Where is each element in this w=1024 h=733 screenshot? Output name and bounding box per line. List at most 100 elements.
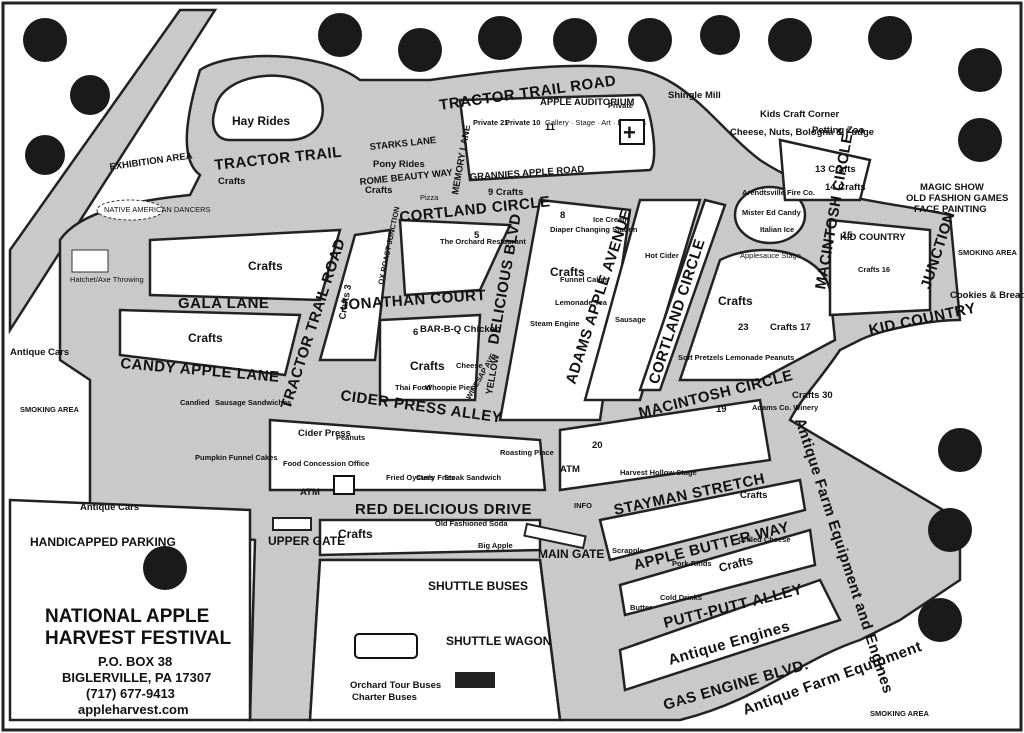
label-atm-2: ATM [560, 464, 580, 475]
first-aid-icon-2 [333, 475, 355, 495]
kid-country-block [828, 218, 932, 317]
label-orchard-tour-buses: Orchard Tour Buses [350, 680, 441, 691]
tree-icon [70, 75, 110, 115]
tree-icon [928, 508, 972, 552]
tree-icon [958, 48, 1002, 92]
label-big-apple: Big Apple [478, 541, 513, 550]
tree-icon [700, 15, 740, 55]
label-curly-fries: Curly Fries [416, 473, 455, 482]
label-apple-auditorium: APPLE AUDITORIUM [540, 97, 635, 108]
main-gate-marker [523, 522, 587, 550]
label-crafts-23: 23 [738, 322, 749, 333]
label-hatchet-axe: Hatchet/Axe Throwing [70, 275, 144, 284]
label-number-11: 11 [545, 122, 556, 133]
tree-icon [868, 16, 912, 60]
label-crafts-17: Crafts 17 [770, 322, 811, 333]
bbq-block [378, 313, 482, 402]
putt-putt-block [618, 528, 817, 617]
label-crafts-bbq: Crafts [410, 359, 445, 373]
stayman-block [558, 398, 772, 492]
native-american-marker [96, 199, 164, 221]
label-steam-engine: Steam Engine [530, 319, 580, 328]
label-sausage-sandwiches: Sausage Sandwiches [215, 398, 291, 407]
label-info: INFO [574, 501, 592, 510]
label-crafts-30: Crafts 30 [792, 390, 833, 401]
footer-website[interactable]: appleharvest.com [78, 702, 189, 717]
crafts-3-block [318, 228, 392, 362]
footer-phone: (717) 677-9413 [86, 686, 175, 701]
label-private-21: Private 21 [473, 118, 508, 127]
label-orchard-restaurant: The Orchard Restaurant [440, 237, 526, 246]
label-cider-press: Cider Press [298, 428, 351, 439]
label-kid-country-box: KID COUNTRY [840, 232, 906, 243]
label-whoopie-pies: Whoopie Pies [425, 383, 474, 392]
label-private-10: Private 10 [505, 118, 540, 127]
label-smoking-area-1: SMOKING AREA [958, 248, 1017, 257]
label-crafts-9: 9 Crafts [488, 187, 523, 198]
label-shuttle-buses: SHUTTLE BUSES [428, 579, 528, 593]
footer-title-1: NATIONAL APPLE [45, 606, 209, 627]
tree-icon [768, 18, 812, 62]
adams-apple-block [583, 198, 702, 402]
label-lemonade-tea: Lemonade Tea [555, 298, 608, 307]
label-native-american: NATIVE AMERICAN DANCERS [104, 205, 211, 214]
petting-zoo-block [778, 138, 872, 202]
label-old-fashion-games: OLD FASHION GAMES [906, 193, 1008, 204]
tree-icon [398, 28, 442, 72]
label-cookies-bread: Cookies & Bread [950, 290, 1024, 301]
label-grilled-cheese: Grilled Cheese [738, 535, 791, 544]
label-cheese-nuts: Cheese, Nuts, Bologna & Fudge [730, 127, 874, 138]
apple-butter-block [598, 478, 807, 562]
footer-city: BIGLERVILLE, PA 17307 [62, 670, 211, 685]
label-crafts-candy: Crafts [188, 331, 223, 345]
label-handicapped-parking: HANDICAPPED PARKING [30, 535, 176, 549]
label-crafts-delicious: Crafts [550, 265, 585, 279]
label-cold-drinks: Cold Drinks [660, 593, 702, 602]
label-auditorium-items: Gallery · Stage · Art · Displays [545, 118, 646, 127]
label-crafts-macintosh: Crafts [718, 294, 753, 308]
label-mister-ed: Mister Ed Candy [742, 208, 802, 217]
label-number-19: 19 [716, 404, 727, 415]
label-hot-cider: Hot Cider [645, 251, 679, 260]
tree-icon [25, 135, 65, 175]
shuttle-area [308, 558, 562, 722]
label-roasting-place: Roasting Place [500, 448, 554, 457]
tree-icon [938, 428, 982, 472]
tree-icon [628, 18, 672, 62]
label-atm-1: ATM [300, 487, 320, 498]
label-crafts-8: 8 [560, 210, 565, 221]
label-antique-cars-2: Antique Cars [80, 502, 139, 513]
restaurant-block [398, 218, 512, 297]
tree-icon [478, 16, 522, 60]
label-bbq-chicken: BAR-B-Q Chicken [420, 324, 501, 335]
label-crafts-15: 15 [842, 230, 853, 241]
label-face-painting: FACE PAINTING [914, 204, 987, 215]
label-food-concession: Food Concession Office [283, 459, 369, 468]
tree-icon [23, 18, 67, 62]
label-pork-rinds: Pork Rinds [672, 559, 712, 568]
label-steak-sandwich: Steak Sandwich [444, 473, 502, 482]
road-red-delicious-drive: RED DELICIOUS DRIVE [355, 501, 532, 518]
gala-lane-block [148, 228, 342, 302]
footer-area [8, 498, 252, 722]
label-thai-food: Thai Food [395, 383, 431, 392]
label-number-6: 6 [413, 327, 418, 338]
label-pony-rides: Pony Rides [373, 159, 425, 170]
label-pumpkin-funnel: Pumpkin Funnel Cakes [195, 453, 278, 462]
trees [23, 13, 1002, 642]
macintosh-block [678, 248, 837, 382]
label-number-20: 20 [592, 440, 603, 451]
label-smoking-area-3: SMOKING AREA [870, 709, 929, 718]
label-hay-rides: Hay Rides [232, 114, 290, 128]
footer-box: P.O. BOX 38 [98, 654, 172, 669]
cortland-block [638, 198, 727, 392]
label-crafts-gala: Crafts [248, 259, 283, 273]
label-crafts-tractor: Crafts [218, 176, 245, 187]
label-applesauce-stage: Applesauce Stage [740, 251, 801, 260]
label-italian-ice: Italian Ice [760, 225, 794, 234]
label-crafts-14: 14 Crafts [825, 182, 866, 193]
red-delicious-block [318, 518, 542, 557]
label-private-right: Private [608, 101, 633, 110]
upper-gate-marker [272, 517, 312, 531]
first-aid-icon [619, 119, 645, 145]
